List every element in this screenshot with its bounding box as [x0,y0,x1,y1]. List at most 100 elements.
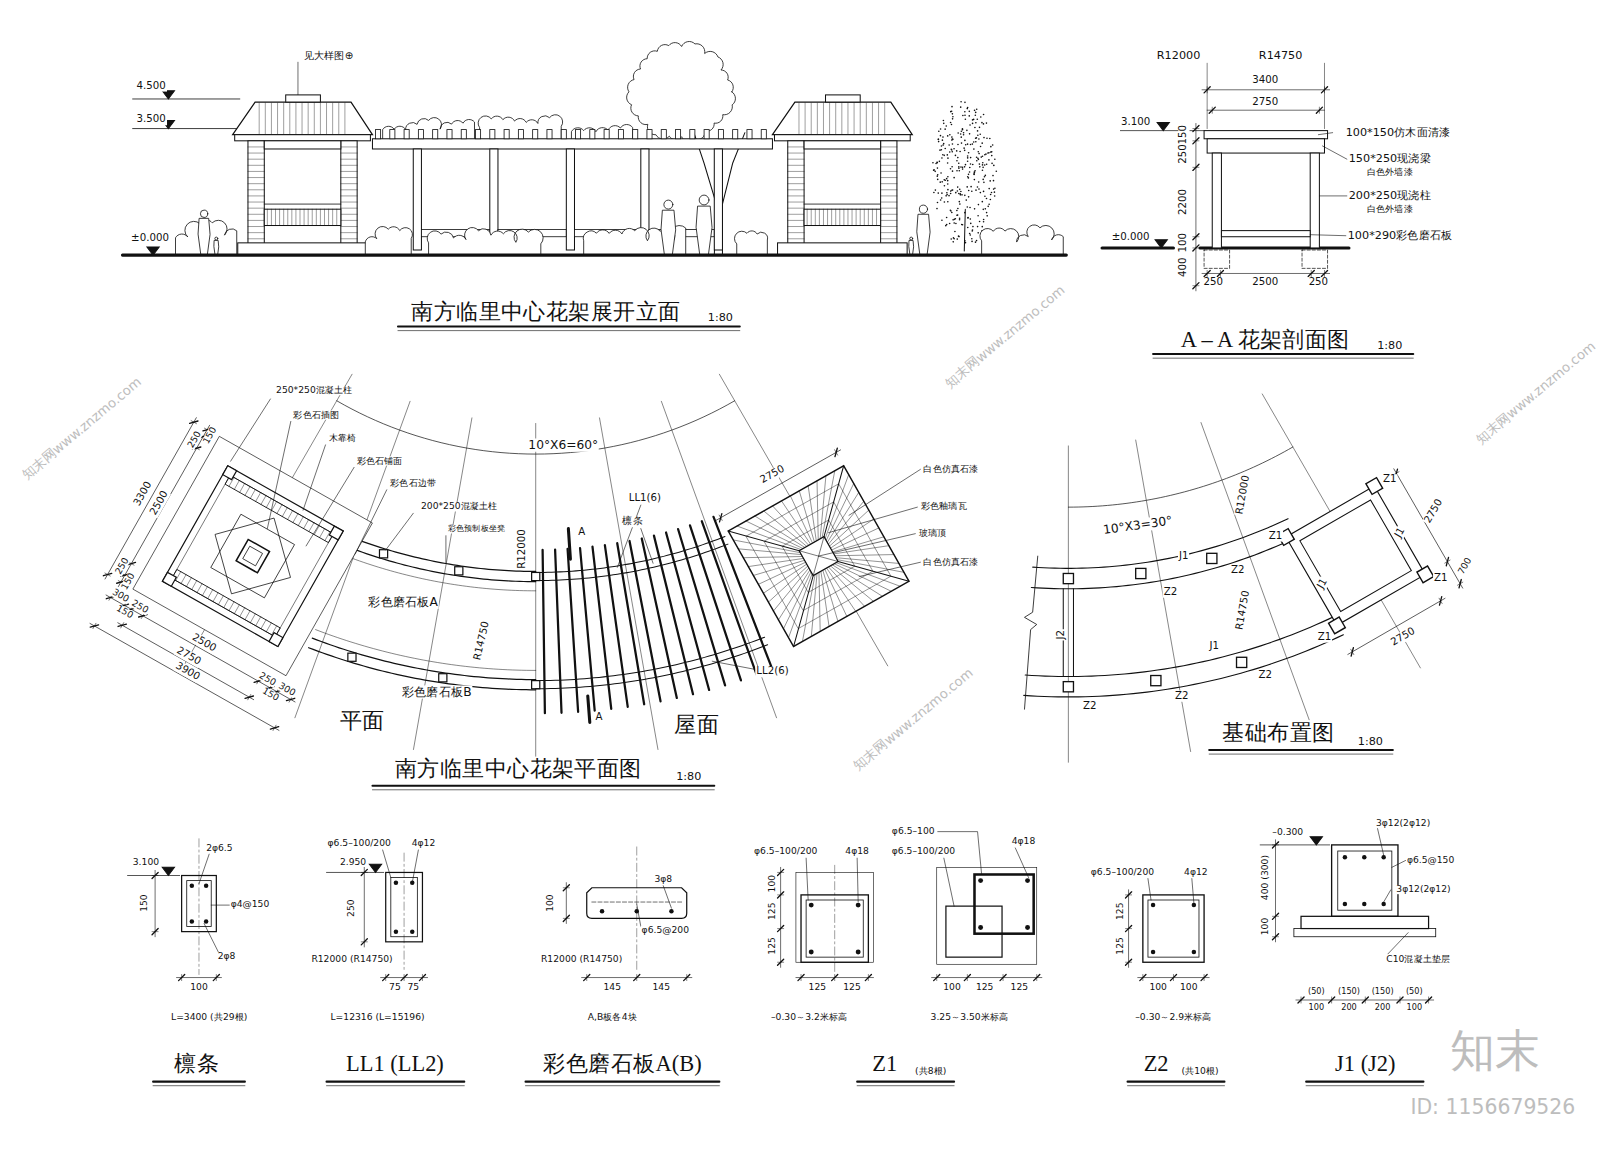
section-drawing [1102,63,1349,291]
elevation-drawing-part [936,208,938,210]
detail-sections-part [1148,879,1151,900]
plan-drawing-part [605,545,628,707]
elevation-drawing-part [973,173,975,175]
plan-drawing-part [782,499,811,546]
detail-sections-part [155,870,156,936]
annotation: 100 [546,893,556,913]
foundation-drawing-part [1348,598,1445,654]
elevation-drawing-part [960,133,962,135]
elevation-drawing-part [953,222,955,224]
plan-drawing-part [835,530,894,580]
foundation-drawing-part [1073,589,1074,677]
elevation-drawing-part [881,195,897,196]
annotation: J1 [1315,576,1330,591]
elevation-drawing-part [973,141,975,143]
elevation-drawing-part [774,135,910,141]
elevation-drawing-part [295,103,296,134]
elevation-drawing-part [289,103,290,134]
annotation: 100 [1178,232,1189,254]
elevation-drawing-part [704,130,709,139]
annotation: 400 (300) [1260,854,1270,901]
detail-sections-part [190,883,194,887]
elevation-drawing-part [982,162,984,164]
plan-drawing-part [829,507,918,533]
annotation: ±0.000 [1111,231,1151,242]
annotation: 100 [1308,1004,1326,1013]
annotation: 100 [1405,1004,1423,1013]
detail-sections-part [936,974,937,980]
detail-sections-part [834,865,835,971]
elevation-drawing-part [734,231,767,255]
plan-drawing-part [293,514,298,523]
elevation-drawing-part [461,130,466,139]
elevation-drawing-part [747,130,752,139]
elevation-drawing-part [979,221,981,223]
section-drawing-part [1207,110,1324,111]
plan-drawing-part [309,648,536,690]
section-drawing-part [1193,236,1199,237]
plan-drawing-part [617,543,644,704]
elevation-drawing-part [341,214,357,215]
drawing-title: LL1 (LL2) [345,1051,445,1075]
annotation: R12000 [517,528,528,570]
section-drawing-part [1155,240,1167,248]
watermark: ID: 1156679526 [1409,1096,1576,1117]
elevation-drawing-part [390,130,395,139]
detail-sections-part [778,872,784,873]
annotation: 见大样图⊕ [303,51,354,62]
section-drawing-part [1302,250,1328,268]
elevation-drawing-part [304,209,305,225]
elevation-drawing-part [969,234,971,236]
elevation-drawing-part [946,224,948,226]
elevation-drawing-part [950,210,952,212]
elevation-drawing-part [811,209,812,225]
detail-sections-part [1275,840,1276,942]
plan-drawing-part [818,534,915,556]
annotation: 3400 [1251,75,1279,86]
plan-drawing-part [753,550,804,586]
foundation-drawing-part [1351,649,1354,654]
detail-sections-part [586,974,587,980]
plan-drawing-part [329,526,343,540]
detail-sections-part [1428,997,1429,1003]
elevation-drawing-part [970,157,972,159]
elevation-drawing-part [975,141,977,143]
elevation-drawing-part [967,217,969,219]
elevation-drawing-part [986,215,988,217]
detail-sections-part [187,881,211,927]
detail-sections-part [1126,962,1132,963]
elevation-drawing-part [566,149,574,250]
annotation: 75 [406,983,420,993]
plan-drawing-part [580,548,595,711]
title-underline-part [857,1085,954,1086]
detail-sections-part [1362,855,1366,859]
plan-drawing-part [309,523,314,532]
elevation-drawing-part [964,111,966,113]
detail-sections-part [684,974,690,980]
annotation: C10混凝土垫层 [1385,954,1451,964]
elevation-drawing-part [947,162,949,164]
annotation: φ6.5–100 [891,827,936,837]
elevation-drawing-part [951,189,953,191]
annotation: 3.100 [132,857,160,867]
annotation: 4φ18 [1011,837,1037,847]
detail-sections-part [563,887,569,888]
elevation-drawing-part [881,238,897,239]
watermark: 知末网www.znzmo.com [850,665,976,774]
elevation-drawing-part [326,103,327,134]
elevation-drawing-part [966,206,968,208]
elevation-drawing-part [991,192,993,194]
plan-drawing-part [827,566,856,613]
plan-drawing-part [746,503,803,566]
title-underline-part [526,1081,720,1083]
title-underline-part [1128,1081,1225,1083]
elevation-drawing-part [788,171,804,172]
plan-drawing-part [118,425,209,586]
elevation-drawing-part [490,130,495,139]
plan-drawing-part [712,661,755,669]
elevation-drawing-part [990,151,992,153]
detail-sections-part [204,883,208,887]
elevation-drawing-part [788,238,804,239]
elevation-drawing-part [942,139,944,141]
elevation-drawing-part [991,163,993,165]
